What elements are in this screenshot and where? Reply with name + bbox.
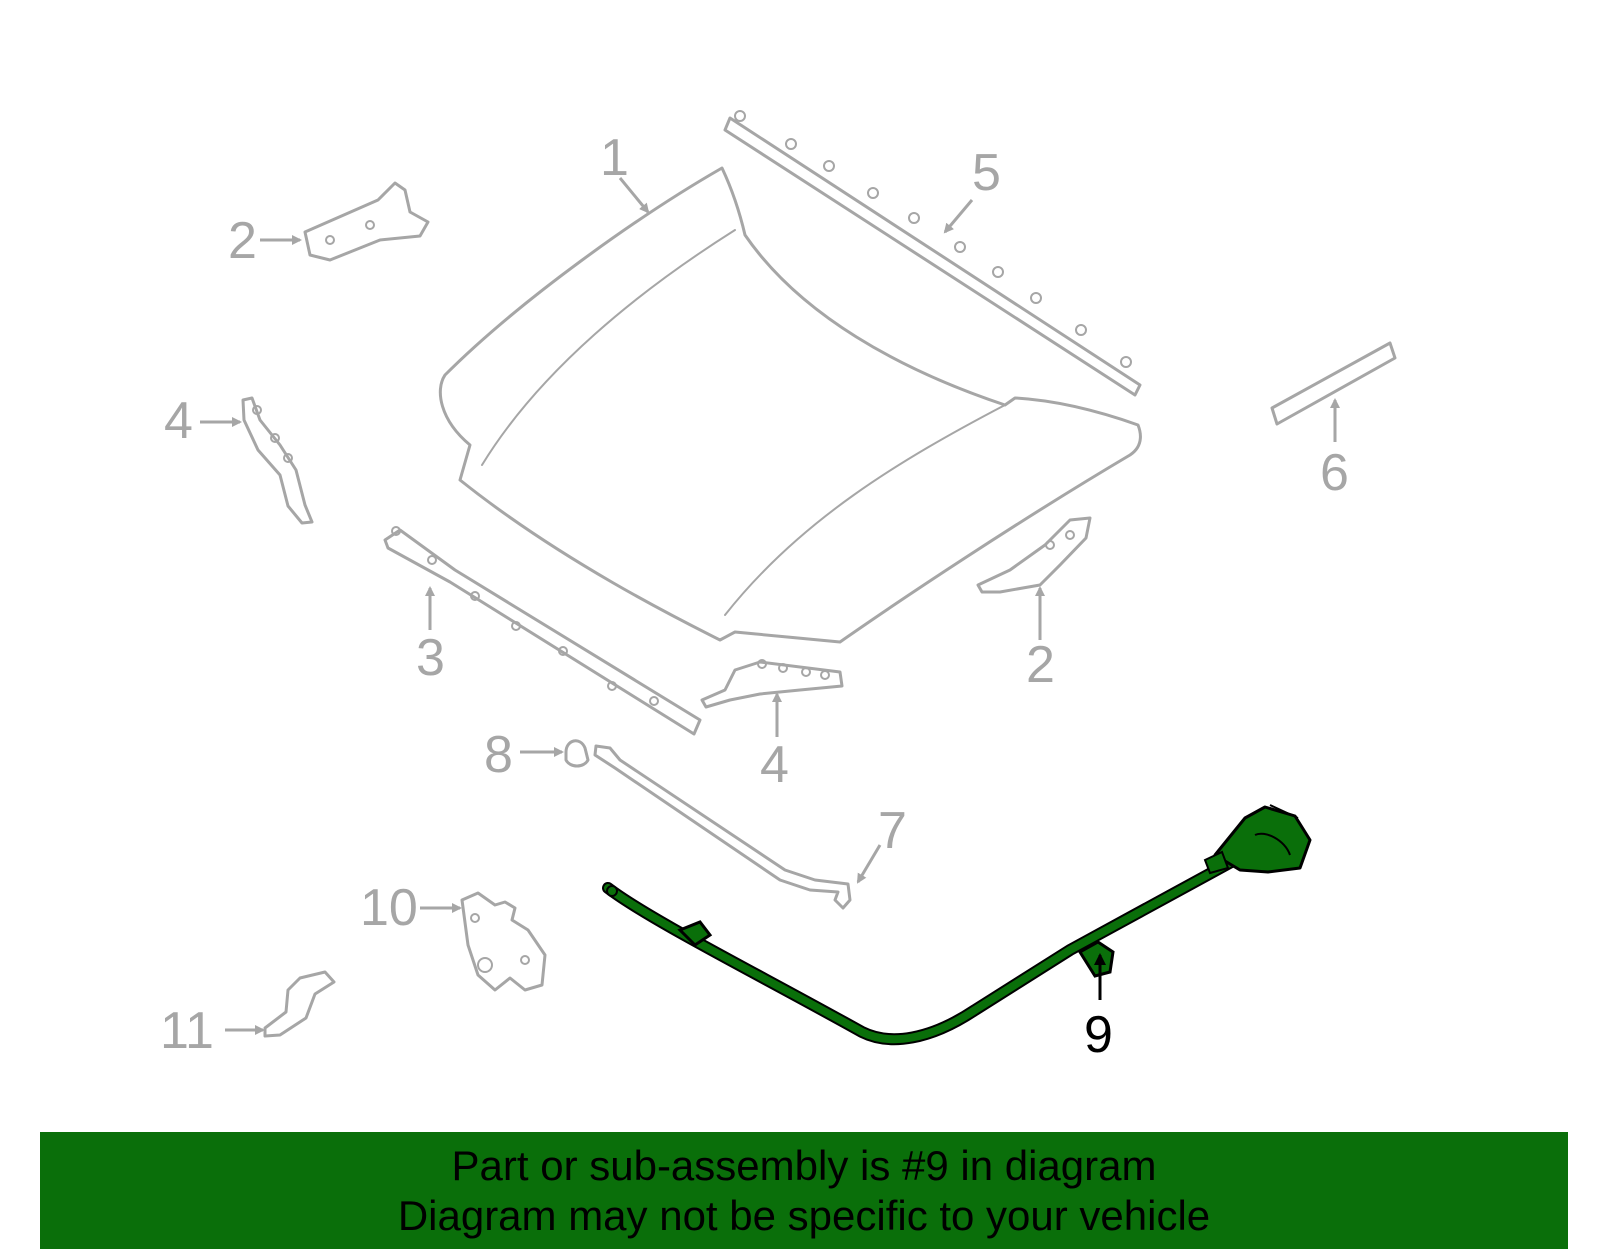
hood-release-cable: [602, 804, 1312, 1046]
callout-10: 10: [360, 879, 418, 937]
seal-bracket-left: [241, 396, 314, 525]
callout-3: 3: [416, 629, 445, 687]
part-info-banner: Part or sub-assembly is #9 in diagram Di…: [40, 1132, 1568, 1249]
callout-9: 9: [1084, 1006, 1113, 1064]
hinge-bracket-left: [303, 181, 430, 262]
callout-2a: 2: [228, 212, 257, 270]
callout-4a: 4: [164, 392, 193, 450]
callout-6: 6: [1320, 444, 1349, 502]
callout-8: 8: [484, 726, 513, 784]
seal-bracket-lower: [700, 659, 844, 709]
callout-1: 1: [600, 129, 629, 187]
callout-11: 11: [160, 1002, 214, 1060]
callout-arrow-5: [943, 199, 974, 234]
callout-arrow-1: [618, 177, 650, 214]
callout-4b: 4: [760, 736, 789, 794]
banner-line-disclaimer: Diagram may not be specific to your vehi…: [397, 1191, 1211, 1239]
banner-line-part: Part or sub-assembly is #9 in diagram: [451, 1141, 1157, 1189]
hood-seal-strip: [723, 110, 1142, 397]
prop-rod-grommet: [564, 739, 590, 768]
front-seal-strip: [383, 526, 702, 736]
bumper-strip: [1270, 341, 1397, 426]
hinge-bracket-right: [976, 516, 1092, 594]
hood-panel: [438, 166, 1142, 644]
callout-arrow-7: [856, 844, 882, 884]
callout-7: 7: [878, 802, 907, 860]
hood-latch: [460, 891, 547, 992]
callout-5: 5: [972, 144, 1001, 202]
hood-prop-rod: [593, 744, 852, 910]
latch-bracket: [263, 970, 336, 1038]
callout-2b: 2: [1026, 636, 1055, 694]
